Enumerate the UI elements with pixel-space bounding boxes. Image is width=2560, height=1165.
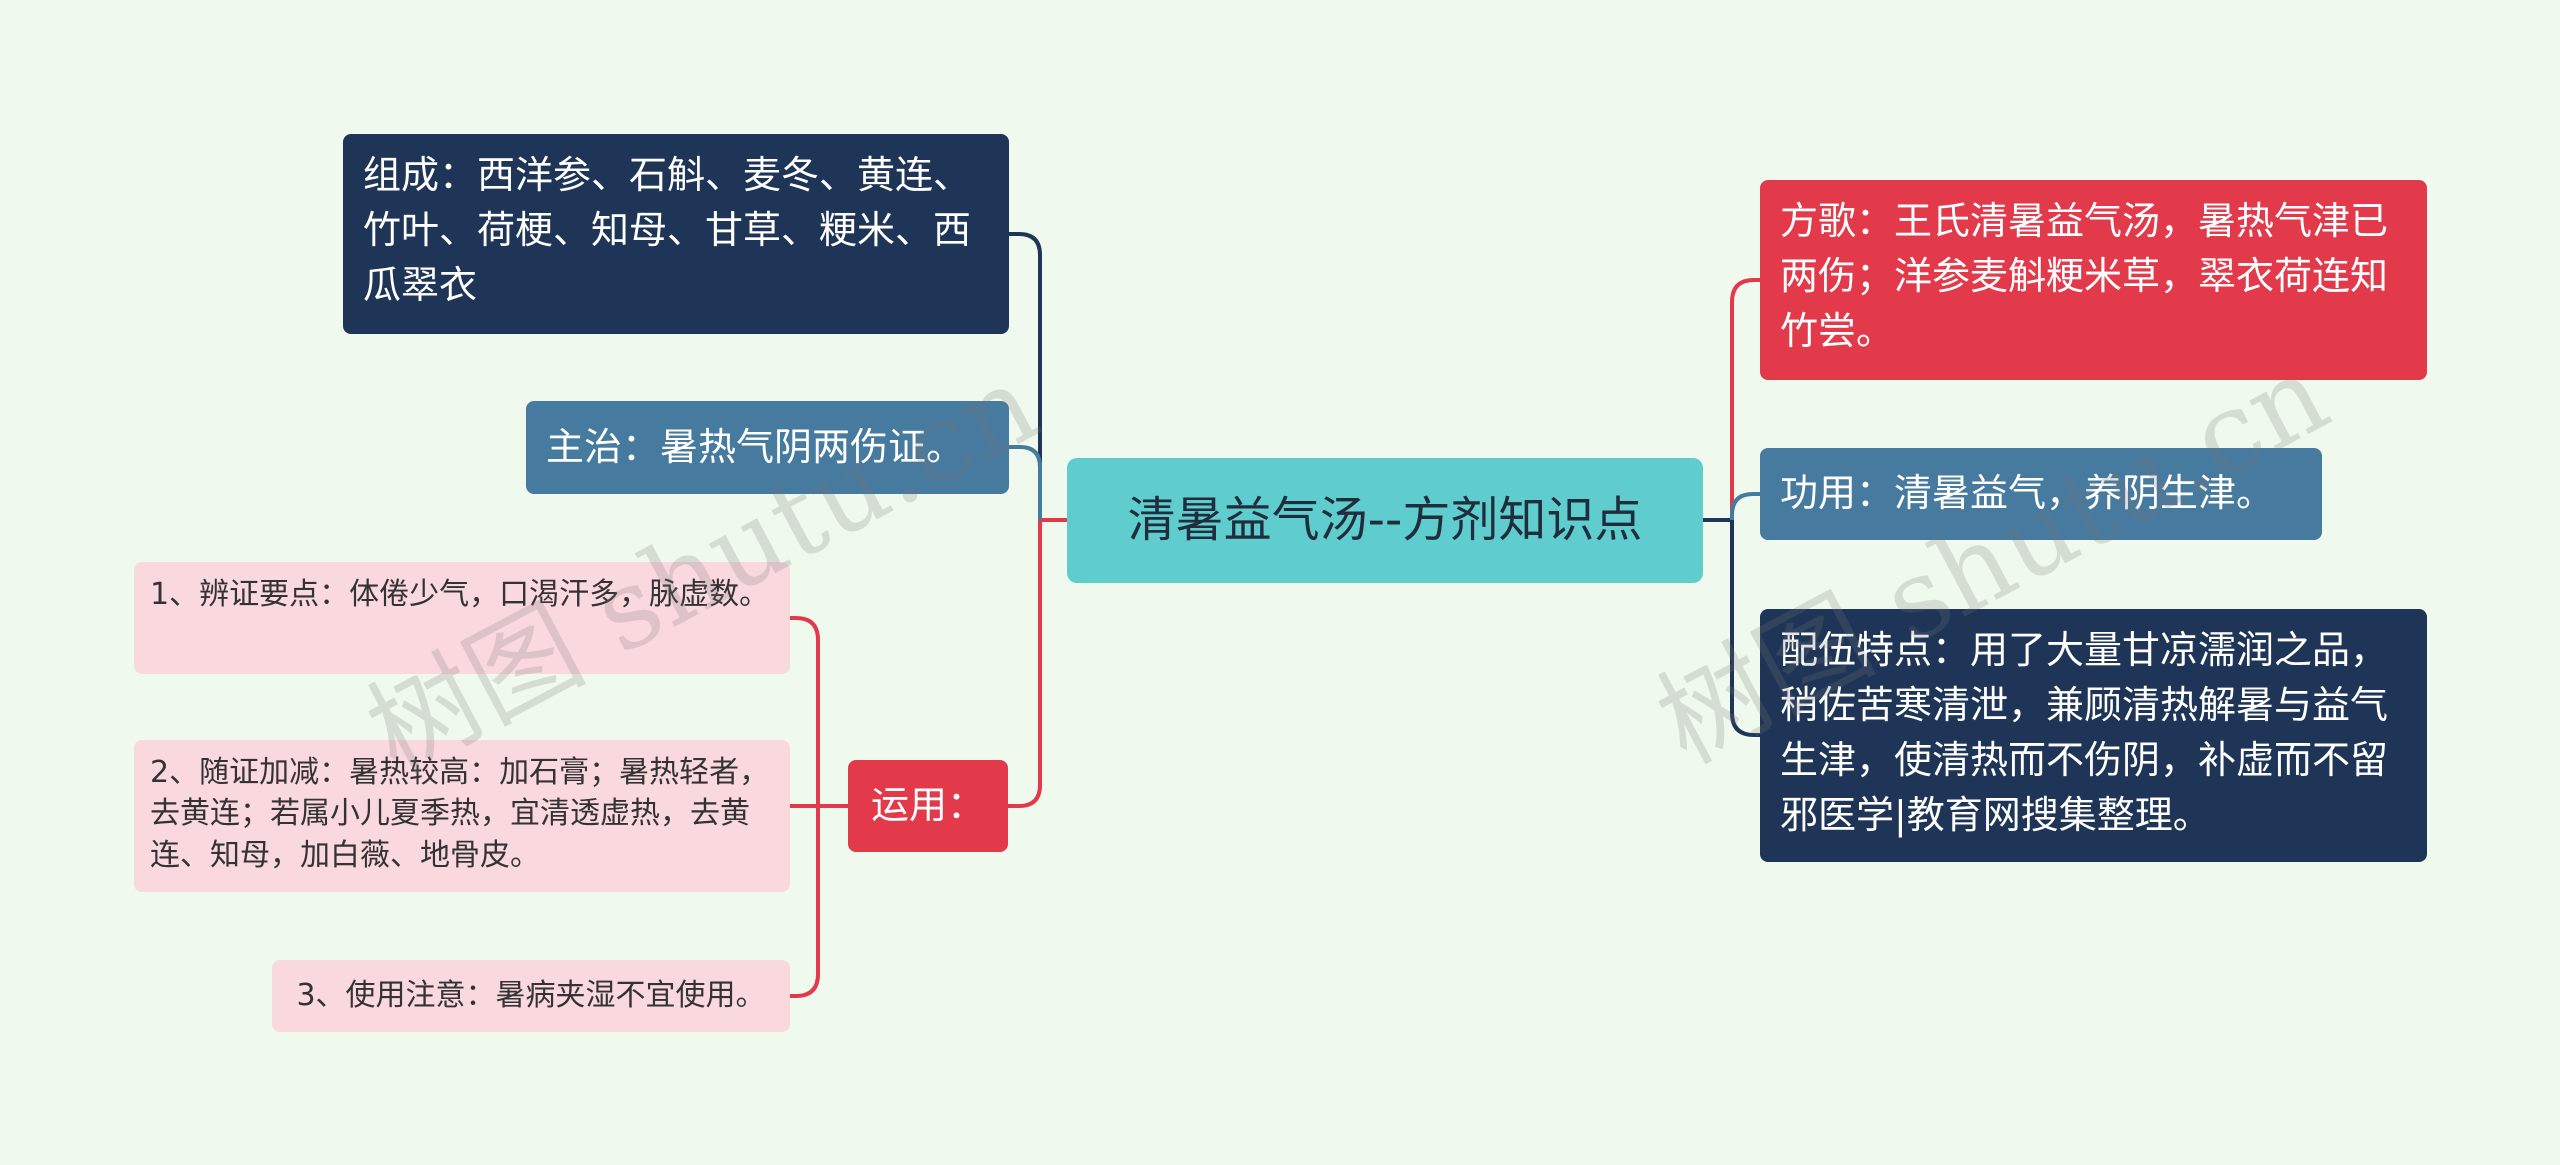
connector-gongyong (1730, 492, 1760, 520)
node-compatibility-text: 配伍特点：用了大量甘凉濡润之品，稍佐苦寒清泄，兼顾清热解暑与益气生津，使清热而不… (1780, 628, 2389, 838)
node-formula-song[interactable]: 方歌：王氏清暑益气汤，暑热气津已两伤；洋参麦斛粳米草，翠衣荷连知竹尝。 (1760, 180, 2427, 380)
node-application-text: 运用： (870, 783, 985, 828)
root-node[interactable]: 清暑益气汤--方剂知识点 (1067, 458, 1703, 583)
node-application-item-1-text: 1、辨证要点：体倦少气，口渴汗多，脉虚数。 (150, 577, 770, 612)
node-indication-text: 主治：暑热气阴两伤证。 (546, 424, 965, 469)
connector-peiwu (1730, 520, 1760, 737)
connector-zucheng (1009, 232, 1042, 520)
node-indication[interactable]: 主治：暑热气阴两伤证。 (526, 401, 1009, 494)
node-application-item-2-text: 2、随证加减：暑热较高：加石膏；暑热轻者，去黄连；若属小儿夏季热，宜清透虚热，去… (150, 755, 770, 873)
root-node-text: 清暑益气汤--方剂知识点 (1127, 491, 1643, 548)
node-application-item-3[interactable]: 3、使用注意：暑病夹湿不宜使用。 (272, 960, 790, 1032)
node-function[interactable]: 功用：清暑益气，养阴生津。 (1760, 448, 2322, 540)
node-application-item-1[interactable]: 1、辨证要点：体倦少气，口渴汗多，脉虚数。 (134, 562, 790, 674)
node-formula-song-text: 方歌：王氏清暑益气汤，暑热气津已两伤；洋参麦斛粳米草，翠衣荷连知竹尝。 (1780, 199, 2389, 354)
connector-fangge (1730, 278, 1760, 520)
node-compatibility[interactable]: 配伍特点：用了大量甘凉濡润之品，稍佐苦寒清泄，兼顾清热解暑与益气生津，使清热而不… (1760, 609, 2427, 862)
node-composition-text: 组成：西洋参、石斛、麦冬、黄连、竹叶、荷梗、知母、甘草、粳米、西瓜翠衣 (363, 153, 972, 308)
connector-zhuzhi (1009, 445, 1042, 520)
connector-yunyong (1008, 520, 1042, 808)
node-application[interactable]: 运用： (848, 760, 1008, 852)
connector-u1 (790, 616, 820, 806)
node-application-item-2[interactable]: 2、随证加减：暑热较高：加石膏；暑热轻者，去黄连；若属小儿夏季热，宜清透虚热，去… (134, 740, 790, 892)
node-function-text: 功用：清暑益气，养阴生津。 (1780, 471, 2275, 516)
node-composition[interactable]: 组成：西洋参、石斛、麦冬、黄连、竹叶、荷梗、知母、甘草、粳米、西瓜翠衣 (343, 134, 1009, 334)
node-application-item-3-text: 3、使用注意：暑病夹湿不宜使用。 (296, 978, 766, 1014)
connector-u3 (790, 806, 820, 998)
